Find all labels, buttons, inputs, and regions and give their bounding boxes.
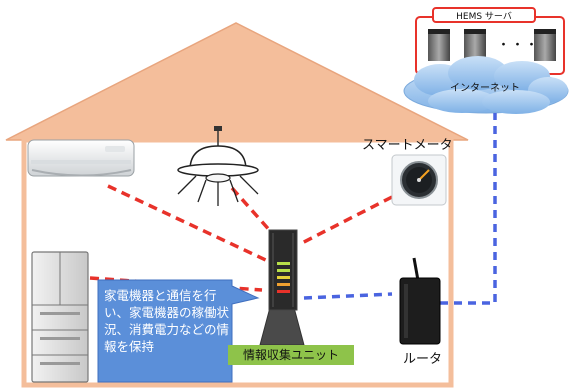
smart-meter-label: スマートメータ bbox=[362, 138, 453, 153]
wired-link bbox=[303, 292, 393, 300]
refrigerator-icon bbox=[31, 251, 89, 383]
wired-link bbox=[440, 113, 497, 305]
callout-bubble bbox=[97, 279, 260, 383]
server-icon bbox=[534, 29, 556, 61]
callout-text: 家電機器と通信を行い、家電機器の稼働状況、消費電力などの情報を保持 bbox=[104, 288, 230, 354]
router-icon bbox=[399, 257, 441, 345]
server-icon bbox=[428, 29, 450, 61]
house-walls bbox=[21, 137, 454, 388]
server-icon bbox=[464, 29, 486, 61]
ceiling-light-icon bbox=[177, 126, 259, 206]
internet-label: インターネット bbox=[450, 83, 520, 94]
wireless-link-meter bbox=[299, 195, 393, 246]
collection-unit-icon bbox=[259, 229, 305, 346]
internet-cloud bbox=[403, 56, 569, 114]
hems-server-label: HEMS サーバ bbox=[432, 7, 536, 23]
server-dots: ・・・ bbox=[497, 38, 540, 53]
smart-meter-icon bbox=[391, 154, 447, 206]
router-label: ルータ bbox=[403, 352, 443, 367]
collection-unit-label: 情報収集ユニット bbox=[228, 345, 354, 365]
air-conditioner-icon bbox=[27, 139, 135, 177]
house-roof bbox=[5, 22, 469, 141]
